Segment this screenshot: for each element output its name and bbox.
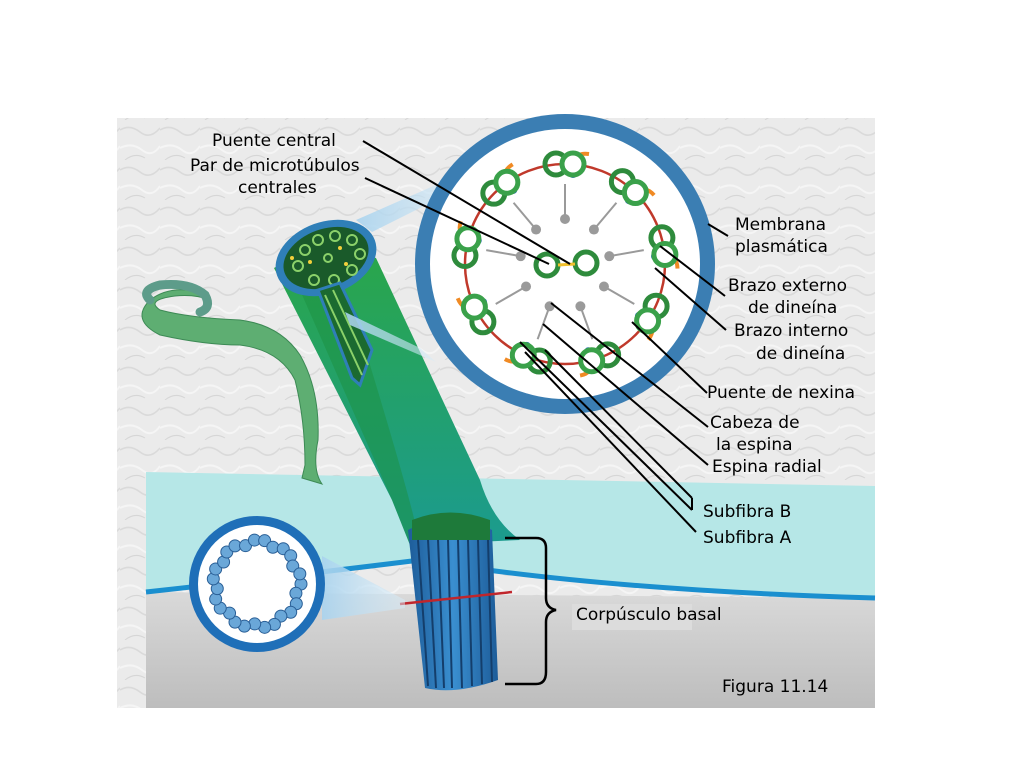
label-subfibra-a: Subfibra A xyxy=(703,528,792,548)
basal-projection-beam xyxy=(322,556,405,620)
basal-bracket xyxy=(505,536,557,686)
radial-spoke xyxy=(536,305,551,340)
radial-spoke xyxy=(603,285,635,305)
spoke-head xyxy=(521,281,532,292)
radial-spoke xyxy=(593,202,618,231)
spoke-head xyxy=(575,301,586,312)
subfiber-b xyxy=(621,179,649,207)
spoke-head xyxy=(560,214,570,224)
subfibra-b-highlight xyxy=(698,500,820,522)
central-pair xyxy=(533,249,600,279)
spoke-head xyxy=(588,224,599,235)
corpusculo-highlight xyxy=(572,604,692,630)
label-membrana-1: Membrana xyxy=(735,215,826,235)
leader-lines xyxy=(362,140,729,533)
radial-spoke xyxy=(495,285,527,305)
projection-beam-bottom xyxy=(345,312,436,362)
label-corpusculo-basal: Corpúsculo basal xyxy=(576,605,722,625)
label-brazo-externo-1: Brazo externo xyxy=(728,276,847,296)
subfiber-b xyxy=(509,341,537,369)
label-puente-nexina: Puente de nexina xyxy=(707,383,855,403)
basal-microtubule xyxy=(293,567,307,581)
cytoplasm xyxy=(146,592,875,708)
labels: Puente central Par de microtúbulos centr… xyxy=(190,131,855,697)
label-brazo-interno-2: de dineína xyxy=(756,344,845,364)
subfiber-b xyxy=(460,293,488,321)
label-membrana-2: plasmática xyxy=(735,237,828,257)
label-par-microtubulos-2: centrales xyxy=(238,178,317,198)
spoke-head xyxy=(531,224,542,235)
label-cabeza-espina-1: Cabeza de xyxy=(710,413,800,433)
cutaway-fiber xyxy=(332,289,369,366)
outer-doublets xyxy=(451,150,680,378)
label-brazo-interno-1: Brazo interno xyxy=(734,321,848,341)
subfiber-b xyxy=(578,347,606,375)
label-cabeza-espina-2: la espina xyxy=(716,435,793,455)
spoke-head xyxy=(544,301,555,312)
side-cilium-tip xyxy=(142,280,213,317)
label-puente-central: Puente central xyxy=(212,131,336,151)
side-cilium xyxy=(141,289,324,485)
radial-spoke xyxy=(609,249,644,258)
radial-spoke xyxy=(512,202,537,231)
axoneme-cross-section xyxy=(415,114,715,414)
label-par-microtubulos-1: Par de microtúbulos xyxy=(190,156,360,176)
label-subfibra-b: Subfibra B xyxy=(703,502,791,522)
subfiber-b xyxy=(493,168,521,196)
subfiber-b xyxy=(454,225,482,253)
cilium-top-doublets xyxy=(290,230,366,286)
subfiber-b xyxy=(651,241,679,269)
label-brazo-externo-2: de dineína xyxy=(748,298,837,318)
spoke-head xyxy=(515,251,526,262)
cilium-shaft-shade xyxy=(300,290,420,545)
subfiber-b xyxy=(634,307,662,335)
radial-spoke xyxy=(486,249,521,258)
subfiber-b xyxy=(559,150,587,178)
figure-caption: Figura 11.14 xyxy=(722,677,828,697)
label-espina-radial: Espina radial xyxy=(712,457,822,477)
basal-cross-section xyxy=(189,516,325,652)
basal-body xyxy=(399,512,513,691)
triplet-microtubules xyxy=(206,533,308,634)
cutaway-fiber xyxy=(324,294,363,376)
spoke-head xyxy=(598,281,609,292)
spoke-head xyxy=(604,251,615,262)
